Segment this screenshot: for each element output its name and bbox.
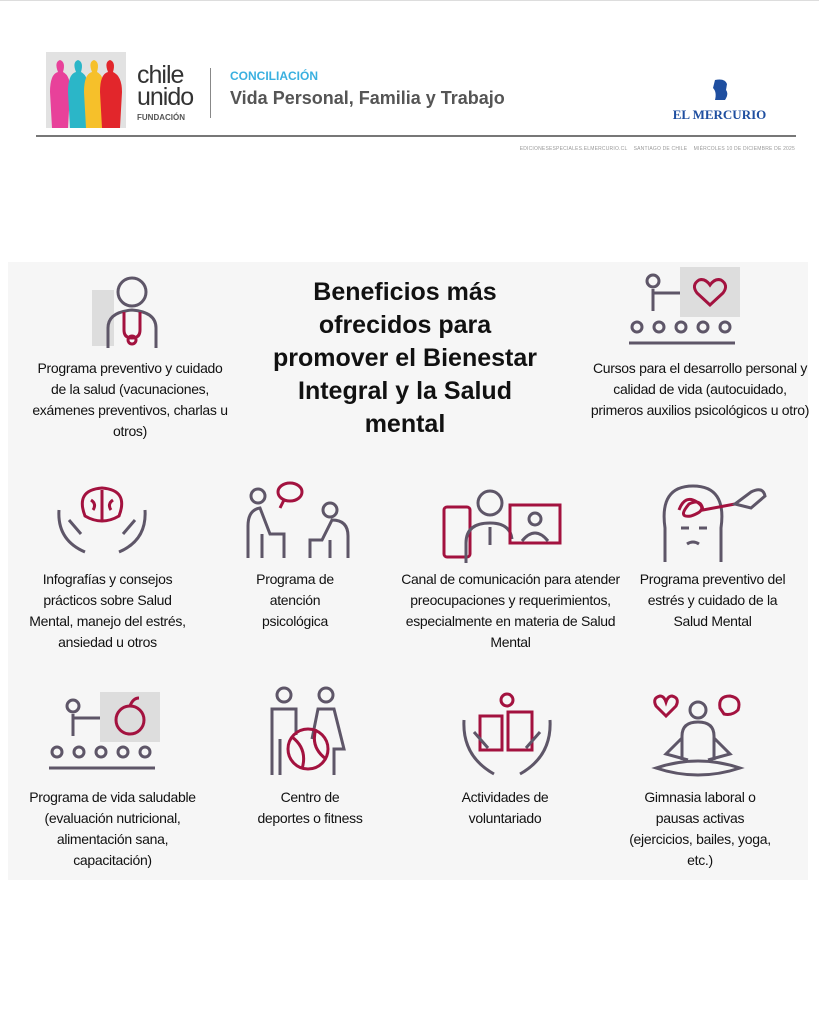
section-title: Vida Personal, Familia y Trabajo [230, 88, 505, 108]
therapy-session-icon [246, 481, 350, 558]
benefit-label: Actividades de voluntariado [461, 789, 549, 826]
dateline: EDICIONESESPECIALES.ELMERCURIO.CL SANTIA… [519, 146, 795, 152]
benefit-label: Programa preventivo y cuidado de la salu… [32, 360, 228, 439]
infographic-title: Beneficios más ofrecidos para promover e… [273, 278, 537, 438]
logo-subtitle: FUNDACIÓN [137, 113, 185, 122]
presentation-apple-icon [49, 692, 160, 770]
benefit-label: Canal de comunicación para atender preoc… [401, 571, 620, 650]
video-call-icon [442, 489, 562, 563]
presentation-heart-icon [629, 267, 740, 345]
benefit-label: Centro de deportes o fitness [257, 789, 363, 826]
logo-wordmark: chile unido [137, 61, 194, 111]
benefit-label: Cursos para el desarrollo personal y cal… [590, 360, 810, 418]
head-untangle-icon [662, 484, 767, 562]
doctor-icon [92, 276, 158, 348]
section-label: CONCILIACIÓN [230, 69, 318, 83]
chile-unido-logo [46, 52, 126, 128]
benefit-label: Gimnasia laboral o pausas activas (ejerc… [629, 789, 771, 868]
yoga-icon [651, 694, 745, 777]
header-separator [210, 68, 211, 118]
benefit-label: Infografías y consejos prácticos sobre S… [29, 571, 186, 650]
infographic-panel [8, 262, 808, 880]
volunteer-hands-icon [462, 692, 552, 776]
header-rule [36, 135, 796, 137]
mercury-head-icon [712, 79, 727, 100]
sports-people-icon [270, 686, 346, 775]
benefit-label: Programa preventivo del estrés y cuidado… [639, 571, 786, 629]
top-divider [0, 0, 819, 1]
benefit-label: Programa de vida saludable (evaluación n… [29, 789, 196, 868]
publisher-name: EL MERCURIO [672, 107, 767, 122]
brain-hands-icon [57, 486, 147, 554]
benefit-label: Programa de atención psicológica [256, 571, 334, 629]
el-mercurio-logo: EL MERCURIO [662, 78, 777, 123]
